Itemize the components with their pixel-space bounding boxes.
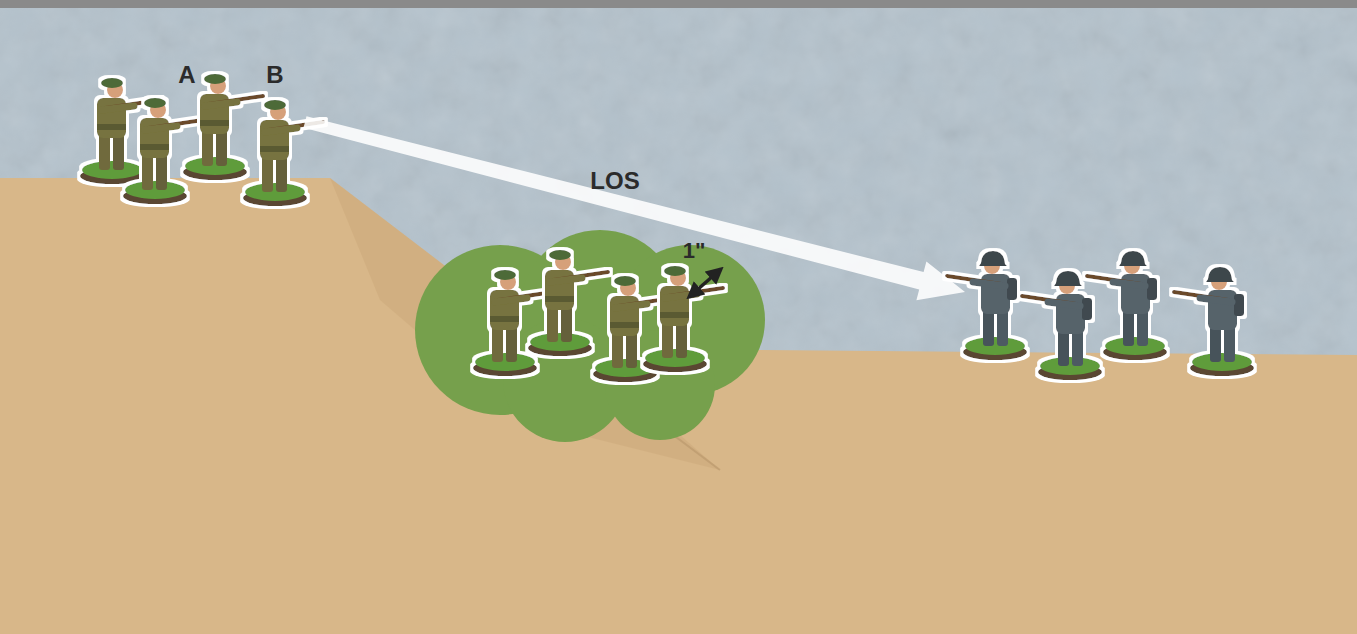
soldier — [528, 250, 608, 356]
hill-ground — [0, 178, 1357, 634]
soldier — [123, 98, 203, 204]
figure-label: A — [178, 63, 195, 87]
enemy-soldier — [947, 251, 1027, 360]
soldier-a — [183, 74, 263, 180]
los-arrow — [304, 116, 966, 300]
dimension-arrow — [689, 269, 721, 297]
los-label: LOS — [590, 169, 639, 193]
hill-squad — [80, 74, 323, 206]
wood-area — [415, 230, 765, 442]
enemy-soldier — [1022, 271, 1102, 380]
figure-label: B — [266, 63, 283, 87]
soldier — [473, 270, 553, 376]
soldier — [643, 266, 723, 372]
top-band — [0, 0, 1357, 8]
enemy-soldier — [1174, 267, 1254, 376]
wood-squad — [473, 250, 723, 382]
enemy-squad — [947, 251, 1254, 380]
soldier-b — [243, 100, 323, 206]
dimension-label: 1" — [683, 240, 706, 262]
enemy-soldier — [1087, 251, 1167, 360]
